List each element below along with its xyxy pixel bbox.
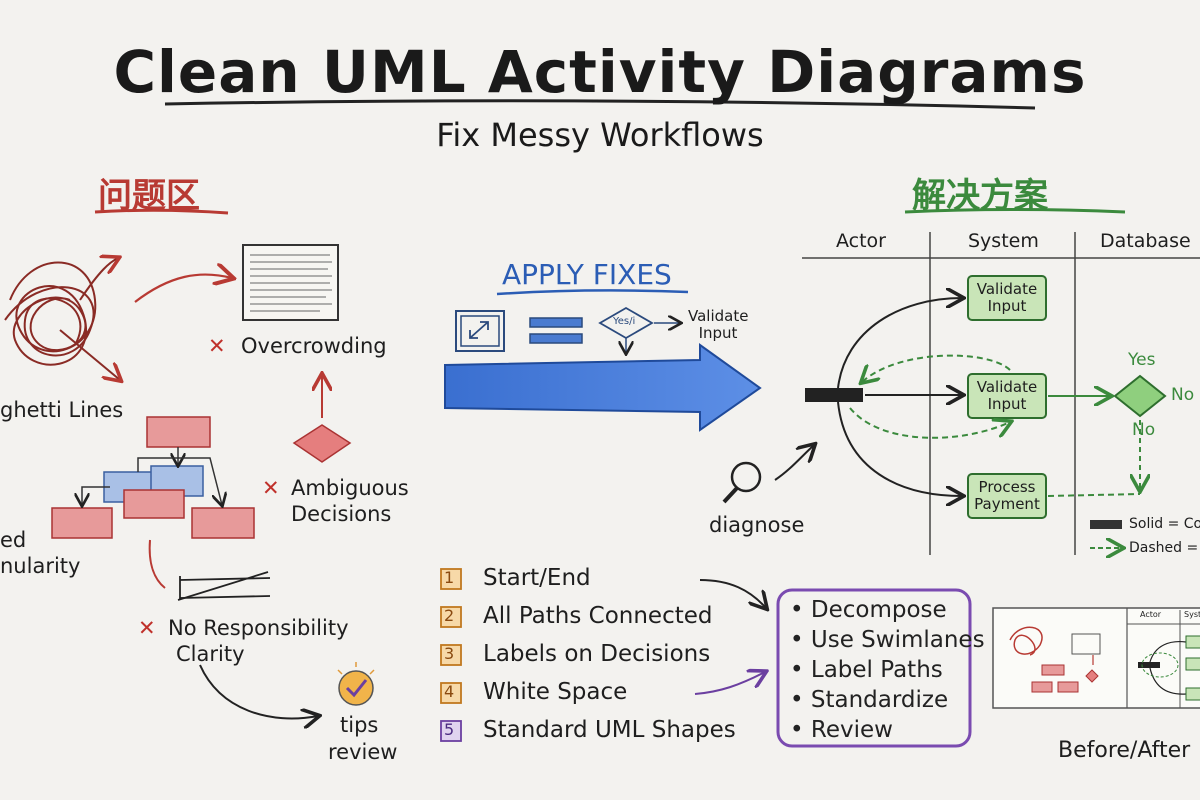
magnifier-icon: [722, 461, 762, 504]
responsibility-to-tips-arrow: [199, 664, 318, 718]
tip-label: Review: [810, 717, 893, 743]
ambiguous-label-line1: Ambiguous: [291, 476, 409, 500]
ambiguous-diamond-icon: [292, 424, 352, 463]
page-subtitle: Fix Messy Workflows: [436, 116, 764, 154]
responsibility-label-line2: Clarity: [176, 642, 245, 666]
ambiguous-label-line2: Decisions: [291, 502, 392, 526]
tip-label: Label Paths: [810, 657, 943, 683]
tip-label: Use Swimlanes: [810, 627, 985, 653]
x-mark-icon: ✕: [208, 334, 226, 358]
node2-line1: Validate: [976, 378, 1038, 396]
problem-zone-heading: 问题区: [98, 176, 200, 216]
checklist-num-3: 3: [444, 644, 455, 663]
checklist-item-4: White Space: [483, 679, 628, 705]
problem-underline: [94, 208, 229, 215]
granularity-label-line2: nularity: [0, 554, 81, 578]
node1-line2: Input: [987, 297, 1027, 315]
tips-review-line2: review: [328, 740, 398, 764]
legend-dashed-label: Dashed = C: [1129, 540, 1200, 556]
node3-line2: Payment: [974, 495, 1040, 513]
diagnose-arrow: [774, 445, 814, 481]
legend-solid-swatch: [1090, 520, 1122, 529]
resize-window-icon: [455, 310, 505, 352]
apply-fixes-heading: APPLY FIXES: [502, 258, 672, 291]
flow-to-node1: [837, 298, 962, 389]
tip-decompose: • Decompose: [790, 597, 947, 623]
node-box-3: [967, 473, 1047, 519]
apply-underline: [496, 289, 689, 296]
loop-bottom: [849, 407, 1010, 439]
tips-badge-icon: [337, 662, 375, 706]
overcrowded-doc-icon: [242, 244, 339, 321]
swimlane-grid: [802, 232, 1200, 555]
tip-review: • Review: [790, 717, 893, 743]
responsibility-label-line1: No Responsibility: [168, 616, 349, 640]
legend-solid-label: Solid = Co: [1129, 516, 1200, 532]
checklist-boxes: [440, 568, 462, 742]
checklist-item-2: All Paths Connected: [483, 603, 713, 629]
x-mark-icon: ✕: [138, 616, 156, 640]
solution-zone-heading: 解决方案: [912, 176, 1048, 216]
loop-top: [862, 354, 1011, 382]
solution-underline: [904, 208, 1126, 214]
apply-fixes-arrow: [444, 343, 762, 432]
diagnose-label: diagnose: [709, 513, 805, 537]
crossed-lanes-icon: [177, 571, 271, 601]
checklist-item-1: Start/End: [483, 565, 591, 591]
apply-validate-line2: Input: [698, 324, 738, 342]
node-box-1: [967, 275, 1047, 321]
overcrowding-label: Overcrowding: [241, 334, 387, 358]
node1-line1: Validate: [976, 280, 1038, 298]
node2-line2: Input: [987, 395, 1027, 413]
checklist-num-1: 1: [444, 568, 455, 587]
node3-to-db: [1047, 493, 1141, 497]
tip-label: Standardize: [810, 687, 949, 713]
decision-no-right-label: No: [1171, 385, 1195, 405]
checklist-item-5: Standard UML Shapes: [483, 717, 736, 743]
decision-diamond: [1113, 374, 1167, 418]
spaghetti-scribble-icon: [4, 258, 120, 380]
spaghetti-label: ghetti Lines: [0, 398, 124, 422]
tip-standardize: • Standardize: [790, 687, 949, 713]
checklist-item-3: Labels on Decisions: [483, 641, 711, 667]
tip-use-swimlanes: • Use Swimlanes: [790, 627, 985, 653]
spaghetti-to-doc-arrow: [134, 275, 232, 303]
checklist-num-4: 4: [444, 682, 455, 701]
checklist-to-tips-arrow: [699, 579, 766, 608]
decision-icon: [598, 306, 680, 353]
page-title: Clean UML Activity Diagrams: [113, 38, 1087, 106]
tips-review-line1: tips: [340, 713, 379, 737]
tip-label: Decompose: [810, 597, 947, 623]
granularity-label-line1: ed: [0, 528, 27, 552]
mini-lane-system: Syst: [1184, 610, 1200, 619]
lane-database: Database: [1100, 230, 1191, 252]
tips-box: [776, 588, 972, 748]
node3-line1: Process: [978, 478, 1036, 496]
decision-no-down-label: No: [1132, 420, 1156, 440]
decision-yes-label: Yes: [1128, 350, 1156, 370]
checklist-num-5: 5: [444, 720, 455, 739]
checklist-num-2: 2: [444, 606, 455, 625]
x-mark-icon: ✕: [262, 476, 280, 500]
decision-icon-label: Yes/i: [613, 316, 636, 327]
flow-to-node3: [837, 401, 962, 496]
lines-icon: [529, 317, 583, 344]
before-after-thumbnail: [992, 607, 1200, 709]
lane-actor: Actor: [836, 230, 886, 252]
mini-lane-actor: Actor: [1140, 610, 1162, 619]
title-underline: [164, 99, 1036, 110]
fork-bar: [805, 388, 863, 402]
apply-validate-line1: Validate: [688, 307, 749, 325]
standard-to-tips-arrow: [694, 672, 765, 695]
granularity-blocks: [51, 416, 255, 539]
lane-system: System: [968, 230, 1039, 252]
tip-label-paths: • Label Paths: [790, 657, 943, 683]
before-after-label: Before/After: [1058, 738, 1191, 763]
granularity-curve: [148, 539, 166, 589]
